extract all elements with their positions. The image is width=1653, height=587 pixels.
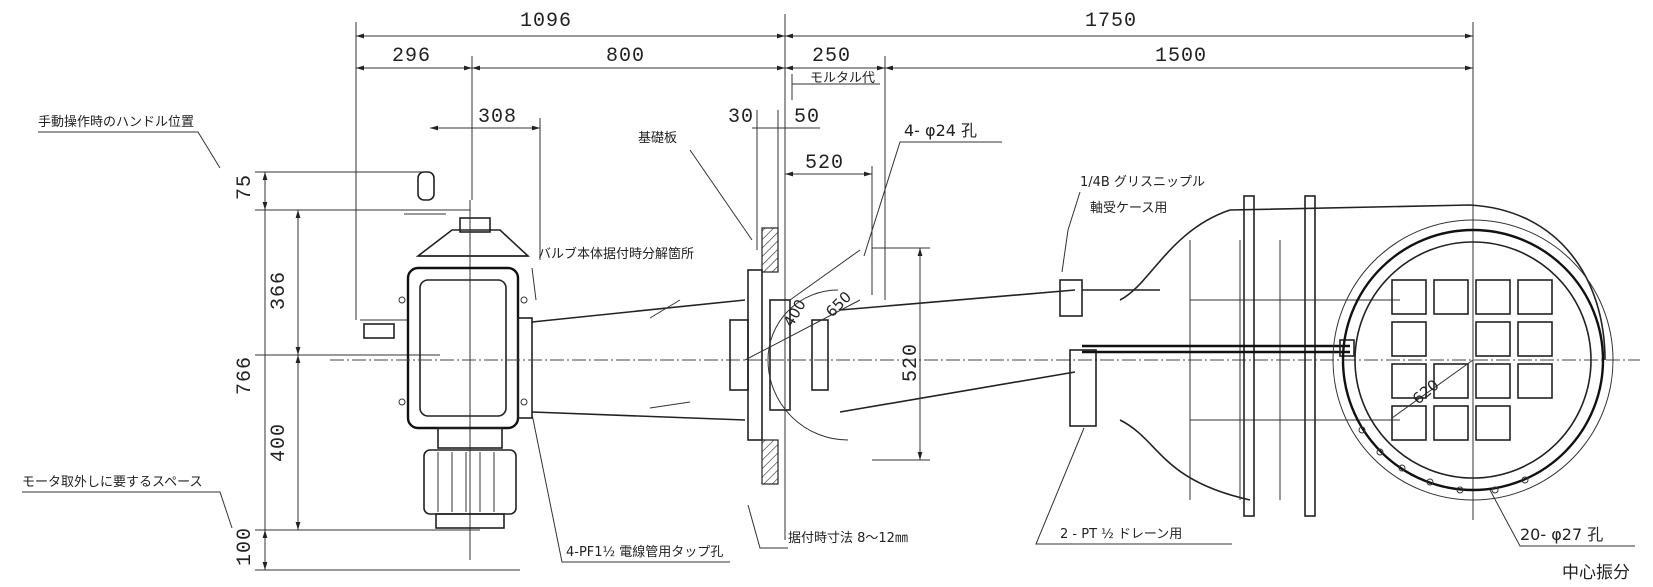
- foundation-plate-label: 基礎板: [638, 131, 677, 146]
- motor-space-label: モータ取外しに要するスペース: [22, 475, 202, 490]
- install-dimension-label: 据付時寸法 8～12㎜: [788, 531, 908, 546]
- bolt-holes-4-label: 4- φ24 孔: [904, 121, 977, 140]
- dim-520-side: 520: [900, 343, 923, 382]
- dim-520-top: 520: [805, 152, 844, 175]
- actuator-body: [360, 171, 533, 560]
- dim-296: 296: [392, 45, 431, 68]
- center-swing-label: 中心振分: [1562, 563, 1630, 583]
- valve-disassembly-label: バルブ本体据付時分解箇所: [538, 246, 694, 262]
- dim-308: 308: [478, 106, 517, 129]
- bearing-case-label: 軸受ケース用: [1090, 201, 1167, 216]
- grease-nipple-label: 1/4B グリスニップル: [1080, 175, 1205, 190]
- drain-label: 2 - PT ½ ドレーン用: [1060, 527, 1182, 542]
- dim-400-diag: 400: [780, 296, 810, 330]
- bolt-holes-20-label: 20- φ27 孔: [1520, 525, 1603, 544]
- dim-766: 766: [234, 356, 257, 395]
- dim-100: 100: [234, 527, 257, 566]
- dim-650-diag: 650: [822, 288, 855, 321]
- dim-1096: 1096: [520, 10, 572, 33]
- gate-valve-body: [1059, 195, 1614, 517]
- dim-1500: 1500: [1155, 45, 1207, 68]
- dim-800: 800: [606, 45, 645, 68]
- foundation-plate: [729, 227, 861, 485]
- dim-50: 50: [794, 106, 820, 129]
- dim-366: 366: [268, 271, 291, 310]
- dim-1750: 1750: [1085, 10, 1137, 33]
- dim-620-diag: 620: [1409, 376, 1443, 408]
- dim-30: 30: [728, 106, 754, 129]
- dim-75: 75: [234, 174, 257, 200]
- conduit-tap-label: 4-PF1½ 電線管用タップ孔: [566, 544, 723, 560]
- dim-250: 250: [812, 45, 851, 68]
- mortar-allowance-label: モルタル代: [810, 71, 875, 86]
- top-dimension-lines: [355, 14, 1474, 540]
- handle-position-label: 手動操作時のハンドル位置: [38, 114, 194, 130]
- valve-stem: [330, 289, 1640, 421]
- dim-400: 400: [268, 423, 291, 462]
